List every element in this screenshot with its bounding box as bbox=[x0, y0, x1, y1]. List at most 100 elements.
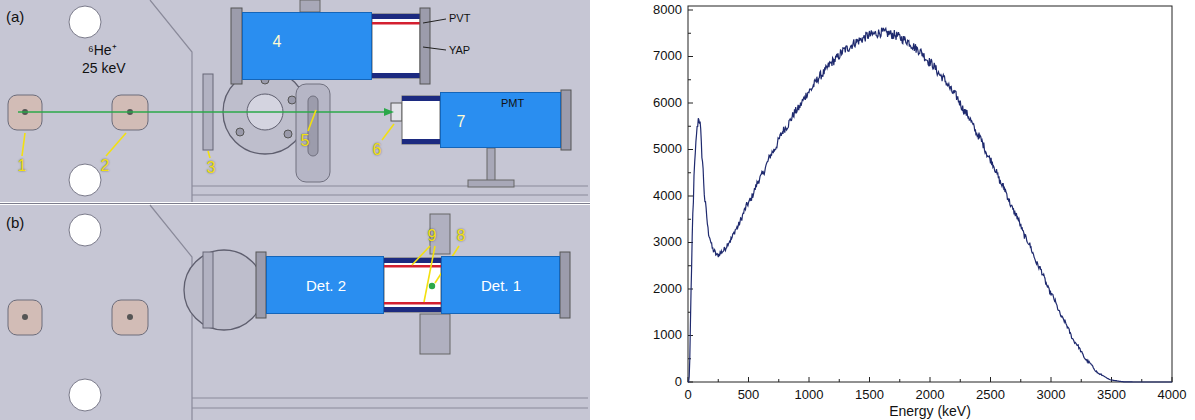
axis-tick bbox=[1081, 379, 1082, 382]
panel-label: (b) bbox=[6, 214, 24, 231]
bolt bbox=[288, 96, 296, 104]
callout-number: 8 bbox=[457, 227, 466, 245]
part-number: 7 bbox=[457, 113, 466, 131]
axis-tick bbox=[990, 377, 991, 382]
axis-tick bbox=[688, 265, 691, 266]
panel-ground bbox=[0, 205, 590, 420]
mount-hole bbox=[69, 214, 101, 246]
axis-tick bbox=[778, 379, 779, 382]
callout-number: 6 bbox=[373, 141, 382, 159]
rail-line bbox=[192, 398, 588, 399]
axis-tick bbox=[688, 56, 693, 57]
energy-label: 25 keV bbox=[82, 60, 126, 76]
axis-tick bbox=[1051, 377, 1052, 382]
flange bbox=[231, 8, 242, 84]
tick-label: 2000 bbox=[916, 388, 945, 403]
rail-line bbox=[192, 195, 588, 196]
part-number: 4 bbox=[273, 33, 282, 51]
callout-number: 5 bbox=[301, 132, 310, 150]
tick-label: 2000 bbox=[653, 282, 682, 297]
bolt bbox=[236, 128, 244, 136]
leader-lines bbox=[22, 110, 459, 302]
mount bbox=[300, 0, 320, 12]
detector-box: Det. 2 bbox=[266, 256, 384, 314]
bolt bbox=[284, 130, 292, 138]
tick-label: 4000 bbox=[1158, 388, 1187, 403]
holder-band bbox=[372, 73, 420, 78]
panel-region: (b) Det. 2 Det. 1 bbox=[0, 205, 590, 420]
axis-tick bbox=[930, 377, 931, 382]
tick-label: 0 bbox=[675, 375, 682, 390]
axis-tick bbox=[688, 103, 693, 104]
callout-number: 9 bbox=[428, 227, 437, 245]
mount bbox=[420, 314, 450, 354]
flange bbox=[561, 90, 571, 150]
chart-axes bbox=[688, 6, 1172, 382]
tick-label: 4000 bbox=[653, 189, 682, 204]
detector-label: Det. 2 bbox=[306, 277, 346, 294]
ion-beam bbox=[18, 111, 386, 113]
callout-number: 1 bbox=[18, 157, 27, 175]
bracket bbox=[296, 84, 330, 182]
tick-label: 2500 bbox=[976, 388, 1005, 403]
tick-label: 8000 bbox=[653, 3, 682, 18]
detector-box: 7PMT bbox=[440, 92, 561, 148]
leader-line bbox=[423, 47, 446, 50]
tick-label: 3000 bbox=[1037, 388, 1066, 403]
detector-label: Det. 1 bbox=[481, 277, 521, 294]
part-label: YAP bbox=[449, 44, 470, 57]
axis-tick bbox=[718, 379, 719, 382]
callout-number: 3 bbox=[207, 159, 216, 177]
pvt-foil bbox=[372, 22, 420, 25]
plot-frame bbox=[688, 6, 1172, 382]
axis-tick bbox=[960, 379, 961, 382]
mount-hole bbox=[69, 164, 101, 196]
axis-tick bbox=[688, 196, 693, 197]
holder-band bbox=[372, 14, 420, 19]
tick-label: 1500 bbox=[855, 388, 884, 403]
axis-tick bbox=[1172, 377, 1173, 382]
plate-edge bbox=[150, 0, 192, 202]
pvt-foil bbox=[384, 302, 441, 305]
beam-arrowhead bbox=[384, 108, 394, 116]
leader-line bbox=[106, 133, 126, 156]
mount-hole bbox=[69, 379, 101, 411]
holder-band bbox=[402, 139, 440, 144]
tick-label: 0 bbox=[684, 388, 691, 403]
axis-tick bbox=[688, 172, 691, 173]
tick-label: 1000 bbox=[653, 328, 682, 343]
leader-line bbox=[208, 151, 210, 158]
detector-box: Det. 1 bbox=[441, 256, 560, 314]
ion-label: ⁶He⁺ bbox=[88, 42, 117, 58]
flange bbox=[560, 252, 570, 318]
holder-plate bbox=[203, 252, 213, 328]
detector-box: 4 bbox=[242, 12, 372, 80]
spectrum-curve bbox=[688, 28, 1172, 382]
yap-crystal bbox=[384, 258, 441, 312]
panel-divider bbox=[0, 203, 590, 204]
axis-tick bbox=[688, 79, 691, 80]
tick-label: 3000 bbox=[653, 235, 682, 250]
axis-title: Energy (keV) bbox=[889, 403, 971, 419]
axis-tick bbox=[748, 377, 749, 382]
rotating-holder bbox=[184, 250, 264, 330]
part-label: PVT bbox=[449, 12, 470, 25]
axis-tick bbox=[899, 379, 900, 382]
axis-tick bbox=[688, 33, 691, 34]
yap-crystal bbox=[402, 96, 440, 144]
plate-edge bbox=[150, 205, 192, 420]
leader-line bbox=[22, 133, 25, 156]
leader-line bbox=[423, 19, 446, 23]
axis-tick bbox=[688, 149, 693, 150]
axis-tick bbox=[809, 377, 810, 382]
holder-band bbox=[384, 307, 441, 312]
flange bbox=[256, 252, 266, 318]
tick-label: 7000 bbox=[653, 49, 682, 64]
yap-crystal bbox=[372, 14, 420, 78]
axis-tick bbox=[1020, 379, 1021, 382]
rail-line bbox=[192, 408, 588, 409]
tick-label: 500 bbox=[738, 388, 760, 403]
callout-number: 2 bbox=[101, 157, 110, 175]
